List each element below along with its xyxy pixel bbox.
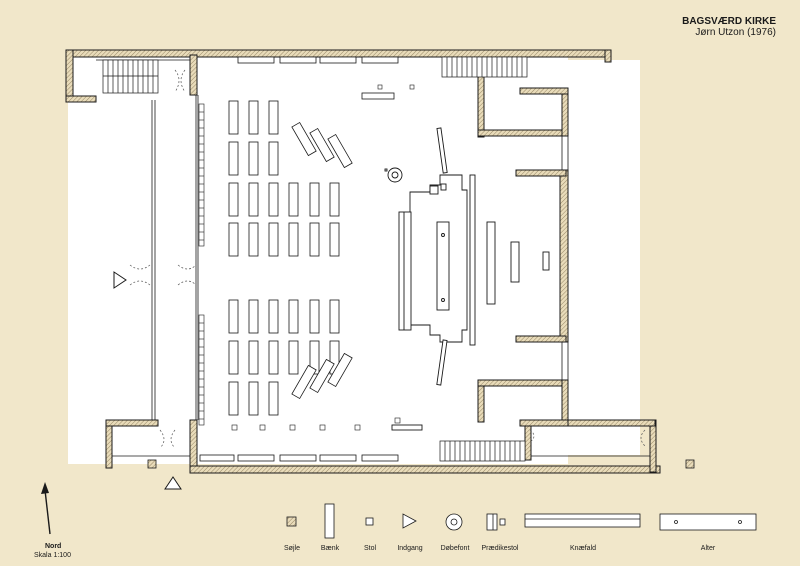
legend-label-chair: Stol bbox=[364, 545, 377, 552]
legend-font-icon bbox=[445, 513, 463, 531]
pews bbox=[228, 100, 340, 416]
baptismal-font bbox=[384, 167, 403, 183]
entrance-markers bbox=[113, 271, 182, 490]
wall-chairs bbox=[198, 84, 415, 431]
angled-pews bbox=[291, 121, 353, 400]
legend-label-font: Døbefont bbox=[441, 545, 470, 552]
plan-title: BAGSVÆRD KIRKE bbox=[682, 16, 776, 27]
walls bbox=[65, 49, 661, 474]
stairs bbox=[102, 56, 528, 462]
wall-benches bbox=[199, 56, 399, 462]
legend-entrance-icon bbox=[402, 513, 417, 529]
plan-subtitle: Jørn Utzon (1976) bbox=[695, 27, 776, 38]
outside-columns bbox=[147, 459, 695, 469]
legend-label-altar: Alter bbox=[701, 545, 716, 552]
legend-label-pew: Bænk bbox=[321, 545, 340, 552]
legend-kneeler-icon bbox=[524, 513, 641, 528]
legend-label-column: Søjle bbox=[284, 545, 300, 552]
scale-label: Skala 1:100 bbox=[34, 552, 71, 559]
legend-chair-icon bbox=[365, 517, 374, 526]
legend-pulpit-icon bbox=[486, 513, 506, 531]
legend-pew-icon bbox=[324, 503, 335, 539]
glazing-lines bbox=[96, 59, 650, 457]
north-label: Nord bbox=[45, 543, 61, 550]
legend bbox=[286, 503, 757, 539]
doors bbox=[129, 69, 646, 449]
chancel bbox=[391, 127, 550, 431]
north-arrow-icon bbox=[41, 482, 51, 535]
floor-area bbox=[68, 52, 640, 464]
legend-label-pulpit: Prædikestol bbox=[482, 545, 519, 552]
legend-column-icon bbox=[286, 516, 297, 527]
legend-label-kneeler: Knæfald bbox=[570, 545, 596, 552]
legend-altar-icon bbox=[659, 513, 757, 531]
legend-label-entrance: Indgang bbox=[397, 545, 422, 552]
